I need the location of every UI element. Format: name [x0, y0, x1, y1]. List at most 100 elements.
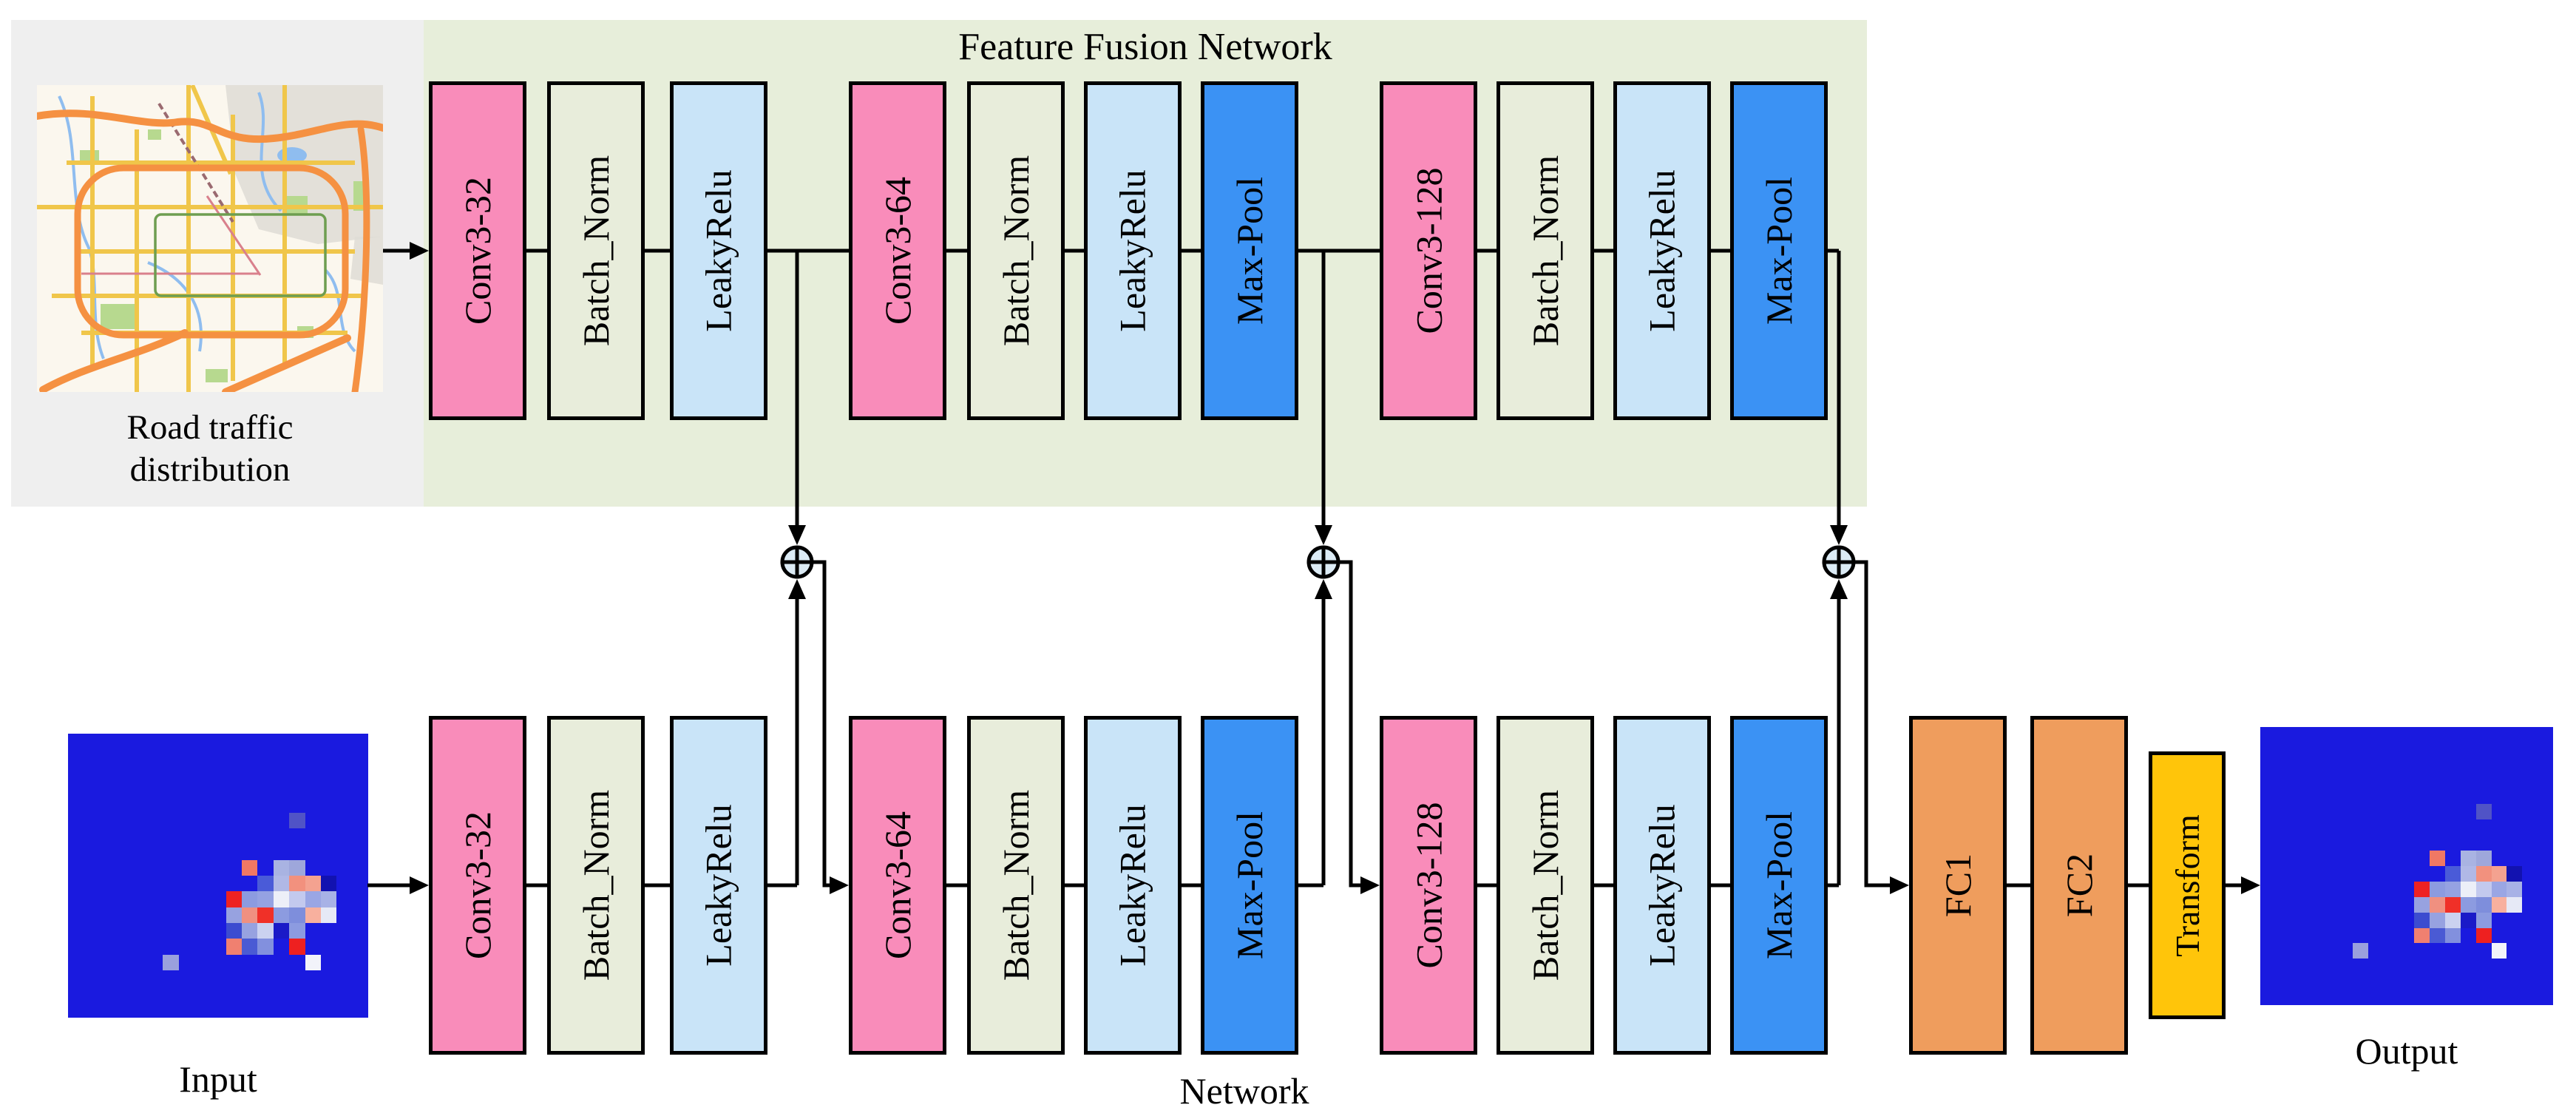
layer-block-leakyrelu: LeakyRelu	[670, 81, 767, 420]
heatmap-cell	[320, 907, 337, 923]
layer-label: Conv3-32	[457, 177, 498, 325]
layer-block-conv3-32: Conv3-32	[429, 81, 526, 420]
heatmap-cell	[2445, 896, 2461, 913]
layer-block-batch-norm: Batch_Norm	[967, 716, 1065, 1055]
heatmap-cell	[2353, 943, 2368, 959]
layer-label: Conv3-64	[877, 177, 918, 325]
layer-label: Conv3-128	[1408, 802, 1449, 969]
heatmap-cell	[2460, 866, 2476, 882]
arrowhead-icon	[1360, 876, 1380, 894]
layer-block-max-pool: Max-Pool	[1730, 716, 1828, 1055]
heatmap-cell	[2430, 851, 2446, 866]
layer-block-leakyrelu: LeakyRelu	[1613, 716, 1711, 1055]
heatmap-cell	[273, 859, 290, 876]
heatmap-cell	[2475, 912, 2492, 928]
fusion-output-elbow	[812, 560, 831, 888]
road-traffic-map-image	[37, 85, 383, 392]
heatmap-cell	[257, 939, 274, 955]
output-heatmap-image	[2260, 727, 2553, 1005]
layer-label: Max-Pool	[1229, 811, 1270, 959]
arrowhead-up-icon	[788, 579, 806, 599]
heatmap-cell	[226, 923, 243, 939]
layer-label: LeakyRelu	[1641, 804, 1683, 967]
layer-block-conv3-128: Conv3-128	[1380, 81, 1477, 420]
heatmap-cell	[289, 876, 305, 892]
heatmap-cell	[2475, 866, 2492, 882]
layer-label: Transform	[2168, 814, 2206, 957]
heatmap-cell	[320, 876, 337, 892]
layer-block-transform: Transform	[2149, 751, 2226, 1019]
heatmap-cell	[289, 939, 305, 955]
fusion-add-icon	[780, 545, 814, 579]
heatmap-cell	[2491, 943, 2507, 959]
heatmap-cell	[226, 939, 243, 955]
heatmap-cell	[226, 891, 243, 907]
heatmap-cell	[226, 907, 243, 923]
heatmap-cell	[2445, 866, 2461, 882]
heatmap-cell	[320, 891, 337, 907]
heatmap-cell	[242, 939, 258, 955]
arrowhead-icon	[1890, 876, 1909, 894]
layer-block-leakyrelu: LeakyRelu	[1613, 81, 1711, 420]
heatmap-cell	[242, 907, 258, 923]
heatmap-cell	[163, 954, 179, 970]
heatmap-cell	[273, 923, 290, 939]
layer-block-fc1: FC1	[1909, 716, 2007, 1055]
fusion-output-elbow	[1854, 560, 1891, 888]
heatmap-cell	[2430, 896, 2446, 913]
heatmap-cell	[2414, 912, 2430, 928]
heatmap-cell	[289, 923, 305, 939]
heatmap-cell	[257, 907, 274, 923]
layer-label: LeakyRelu	[698, 804, 739, 967]
map-caption: Road traffic distribution	[44, 407, 376, 491]
arrowhead-down-icon	[1315, 525, 1332, 545]
arrowhead-icon	[2241, 876, 2260, 894]
layer-label: Batch_Norm	[575, 155, 617, 347]
arrowhead-down-icon	[1830, 525, 1848, 545]
heatmap-cell	[2491, 866, 2507, 882]
heatmap-cell	[2445, 912, 2461, 928]
layer-label: Max-Pool	[1758, 177, 1800, 325]
network-label: Network	[1179, 1070, 1309, 1112]
layer-label: LeakyRelu	[698, 169, 739, 332]
heatmap-cell	[257, 891, 274, 907]
heatmap-cell	[289, 859, 305, 876]
heatmap-cell	[2445, 881, 2461, 897]
arrowhead-down-icon	[788, 525, 806, 545]
input-heatmap-image	[68, 734, 368, 1018]
heatmap-cell	[2506, 896, 2523, 913]
heatmap-cell	[2475, 851, 2492, 866]
layer-block-conv3-128: Conv3-128	[1380, 716, 1477, 1055]
heatmap-cell	[2460, 912, 2476, 928]
layer-block-conv3-64: Conv3-64	[849, 81, 946, 420]
layer-block-batch-norm: Batch_Norm	[1497, 716, 1594, 1055]
layer-label: Batch_Norm	[1525, 789, 1566, 981]
heatmap-cell	[2491, 881, 2507, 897]
heatmap-cell	[2475, 804, 2492, 820]
heatmap-cell	[289, 891, 305, 907]
fusion-add-icon	[1822, 545, 1856, 579]
heatmap-cell	[2475, 881, 2492, 897]
layer-label: Conv3-64	[877, 811, 918, 959]
heatmap-cell	[2430, 912, 2446, 928]
layer-label: Batch_Norm	[1525, 155, 1566, 347]
layer-block-max-pool: Max-Pool	[1730, 81, 1828, 420]
map-caption-line1: Road traffic	[126, 408, 294, 447]
heatmap-cell	[242, 891, 258, 907]
heatmap-cell	[257, 923, 274, 939]
layer-label: Batch_Norm	[995, 789, 1037, 981]
layer-label: LeakyRelu	[1112, 169, 1153, 332]
output-label: Output	[2355, 1030, 2458, 1072]
fusion-add-icon	[1306, 545, 1340, 579]
heatmap-cell	[273, 891, 290, 907]
heatmap-cell	[2460, 881, 2476, 897]
layer-block-batch-norm: Batch_Norm	[1497, 81, 1594, 420]
layer-label: LeakyRelu	[1112, 804, 1153, 967]
heatmap-cell	[242, 859, 258, 876]
heatmap-cell	[2491, 896, 2507, 913]
layer-block-leakyrelu: LeakyRelu	[1084, 81, 1182, 420]
heatmap-cell	[273, 876, 290, 892]
heatmap-cell	[2460, 851, 2476, 866]
arrowhead-up-icon	[1830, 579, 1848, 599]
heatmap-cell	[2475, 896, 2492, 913]
